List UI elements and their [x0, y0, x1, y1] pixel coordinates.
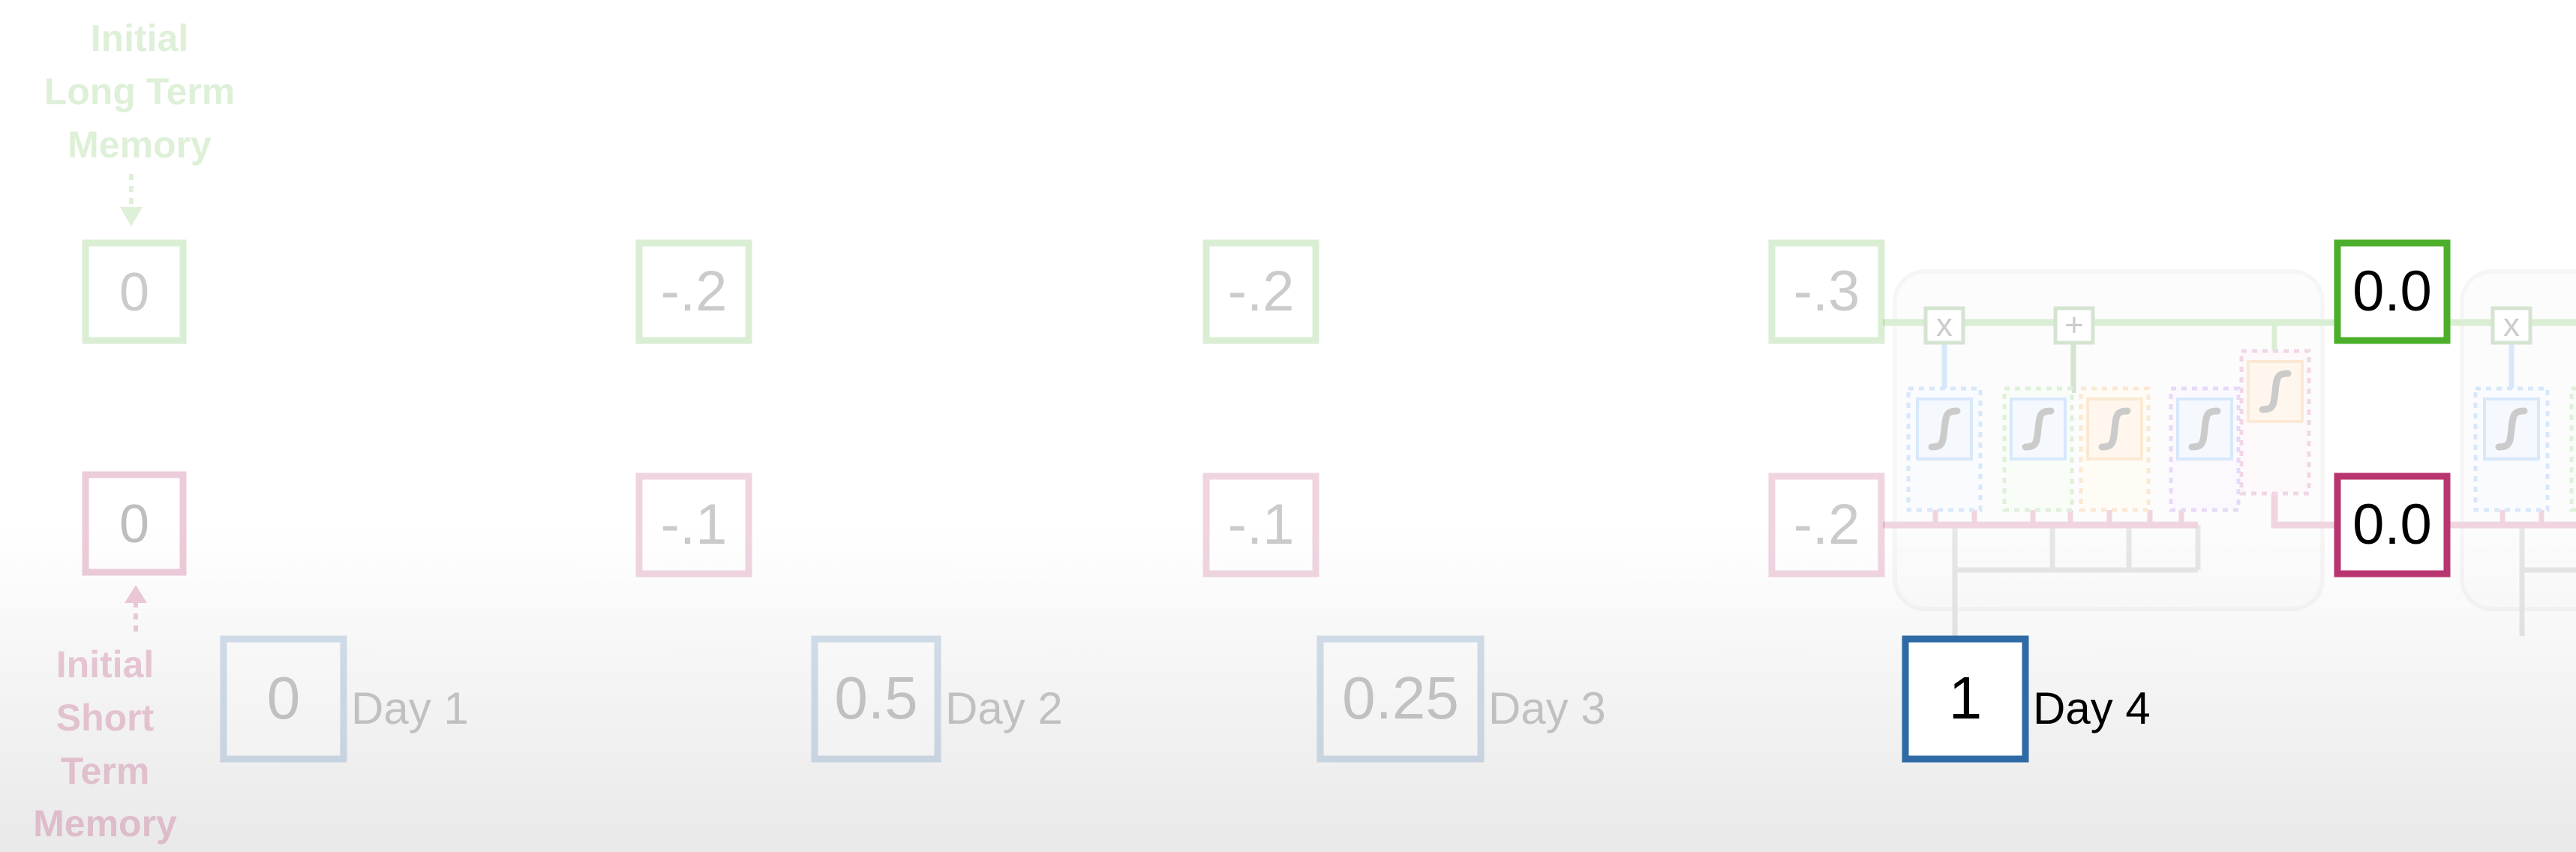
initial-short-term-memory-label: Initial Short Term Memory — [33, 644, 177, 844]
lstm-unit-background — [2460, 269, 2576, 611]
output-gate-outline — [2169, 386, 2241, 512]
initial-long-term-memory-label: Initial Long Term Memory — [44, 17, 236, 166]
multiply-operator-symbol: x — [1936, 307, 1953, 344]
input-value: 0 — [267, 664, 301, 731]
output-tanh-stage — [2239, 349, 2311, 496]
label-line: Memory — [33, 802, 177, 844]
long-term-output-box — [1768, 239, 1885, 344]
long-term-output-box — [1202, 239, 1320, 344]
initial-short-term-arrow — [125, 585, 147, 632]
long-term-output-box — [635, 239, 752, 344]
lstm-unit-background — [1893, 269, 2325, 611]
day-label: Day 1 — [351, 683, 469, 734]
activation-box — [2483, 398, 2540, 460]
short-term-output-value: 0.0 — [2352, 493, 2432, 556]
input-gate-outline — [2569, 386, 2576, 512]
label-line: Long Term — [44, 70, 236, 112]
forget-gate — [1906, 386, 1983, 512]
short-term-output-value: -.1 — [1228, 493, 1295, 556]
label-line: Initial — [91, 17, 189, 59]
plus-operator-box — [2053, 306, 2095, 345]
value-text: 0 — [119, 494, 149, 554]
short-term-output-box — [1768, 472, 1885, 578]
short-term-output-box — [1202, 472, 1320, 578]
long-term-output-box — [2334, 239, 2451, 344]
label-line: Term — [61, 750, 150, 792]
long-term-output-value: 0.0 — [2352, 260, 2432, 323]
initial-long-term-arrow — [120, 174, 143, 226]
input-box — [220, 635, 347, 763]
input-gate-outline — [2002, 386, 2074, 512]
day-1-io: -.2 -.1 0 Day 1 — [220, 239, 752, 763]
input-gate — [2002, 386, 2074, 512]
day-2-io: -.2 -.1 0.5 Day 2 — [811, 239, 1320, 763]
long-term-output-value: -.2 — [661, 260, 728, 323]
label-line: Short — [56, 697, 155, 739]
label-line: Initial — [56, 644, 155, 686]
input-value: 0.5 — [834, 664, 917, 731]
input-gate — [2569, 386, 2576, 512]
multiply-operator-box — [2490, 306, 2532, 345]
candidate-gate — [2079, 386, 2151, 512]
forget-gate-outline — [1906, 386, 1983, 512]
forget-gate-outline — [2473, 386, 2550, 512]
input-box — [1317, 635, 1485, 763]
initial-short-term-box: 0 — [82, 471, 187, 576]
input-box — [1902, 635, 2029, 763]
short-term-output-box — [635, 472, 752, 578]
day-4-io: 0.0 0.0 1 Day 4 — [1902, 239, 2451, 763]
day-label: Day 4 — [2033, 683, 2151, 734]
input-value: 0.25 — [1342, 664, 1459, 731]
lstm-unit-day-2: x+ — [2450, 269, 2576, 636]
activation-box — [2247, 360, 2304, 423]
long-term-output-value: -.3 — [1794, 260, 1860, 323]
output-tanh-stage-outline — [2239, 349, 2311, 496]
value-text: 0 — [119, 262, 149, 322]
multiply-operator-symbol: x — [2503, 307, 2520, 344]
lstm-unit-day-1: x+ — [1883, 269, 2337, 636]
long-term-output-value: -.2 — [1228, 260, 1295, 323]
short-term-output-value: -.2 — [1794, 493, 1860, 556]
candidate-gate-outline — [2079, 386, 2151, 512]
short-term-output-box — [2334, 472, 2451, 578]
input-box — [811, 635, 941, 763]
short-term-output-value: -.1 — [661, 493, 728, 556]
initial-long-term-box: 0 — [82, 239, 187, 344]
day-label: Day 3 — [1488, 683, 1606, 734]
forget-gate — [2473, 386, 2550, 512]
output-gate — [2169, 386, 2241, 512]
day-3-io: -.3 -.2 0.25 Day 3 — [1317, 239, 1885, 763]
short-term-output-line — [2271, 494, 2337, 529]
input-value: 1 — [1949, 664, 1983, 731]
label-line: Memory — [68, 124, 212, 166]
day-label: Day 2 — [945, 683, 1063, 734]
plus-operator-symbol: + — [2064, 307, 2084, 344]
multiply-operator-box — [1923, 306, 1965, 345]
